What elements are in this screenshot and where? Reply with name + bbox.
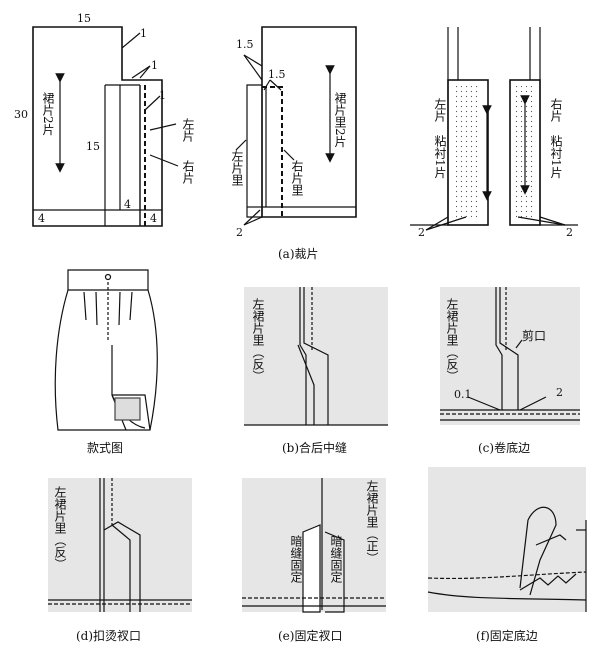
dim-2-b: 2 — [418, 226, 425, 239]
dim-1-5-a: 1.5 — [236, 38, 254, 51]
left-interfacing-desc: 粘衬1片 — [433, 134, 447, 179]
caption-f: (f)固定底边 — [476, 628, 538, 643]
dim-1-b: 1 — [151, 59, 158, 72]
label-d: 左裙片里（反） — [53, 485, 67, 570]
lining-label: 裙片里2片 — [333, 92, 347, 148]
dim-15-mid: 15 — [86, 140, 100, 153]
dim-4-b: 4 — [124, 198, 131, 211]
panel-f — [427, 467, 587, 612]
cut-label: 剪口 — [522, 328, 546, 343]
caption-style: 款式图 — [87, 441, 123, 455]
caption-e: (e)固定衩口 — [278, 628, 342, 643]
dim-1-a: 1 — [140, 27, 147, 40]
caption-a: (a)裁片 — [278, 247, 319, 261]
skirt-style-drawing — [54, 269, 158, 431]
interfacing-pattern — [410, 27, 578, 231]
right-interfacing-label: 右片 — [549, 97, 563, 122]
skirt-piece-pattern — [32, 26, 179, 227]
dim-4-c: 4 — [150, 212, 157, 225]
panel-b — [244, 287, 388, 426]
skirt-label: 裙片2片 — [41, 92, 55, 136]
panel-e — [242, 478, 386, 613]
label-c: 左裙片里（反） — [445, 297, 459, 382]
right-interfacing-desc: 粘衬1片 — [549, 134, 563, 179]
dim-1-5-b: 1.5 — [268, 68, 286, 81]
right-lining-label: 右片里 — [290, 159, 304, 196]
left-piece-label: 左片 — [181, 117, 195, 142]
label-b: 左裙片里（反） — [251, 297, 265, 382]
dim-30: 30 — [14, 108, 28, 121]
label-e-right: 左裙片里（正） — [365, 479, 379, 564]
left-interfacing-label: 左片 — [433, 97, 447, 122]
label-e-mid: 暗缝固定 — [329, 534, 343, 584]
dim-4-a: 4 — [38, 212, 45, 225]
dim-1-c: 1 — [159, 89, 166, 102]
panel-c — [440, 287, 580, 425]
dim-2-c: 2 — [566, 226, 573, 239]
caption-c: (c)卷底边 — [478, 440, 530, 455]
dim-0-1: 0.1 — [454, 388, 472, 401]
dim-2-a: 2 — [236, 226, 243, 239]
right-piece-label: 右片 — [181, 159, 195, 184]
caption-d: (d)扣烫衩口 — [76, 629, 141, 643]
dim-15-top: 15 — [77, 12, 91, 25]
label-e-left: 暗缝固定 — [289, 534, 303, 584]
panel-d — [48, 478, 192, 612]
dim-2-c-panel: 2 — [556, 386, 563, 399]
caption-b: (b)合后中缝 — [282, 440, 347, 455]
left-lining-label: 左片里 — [230, 149, 244, 186]
lining-pattern — [235, 26, 357, 226]
